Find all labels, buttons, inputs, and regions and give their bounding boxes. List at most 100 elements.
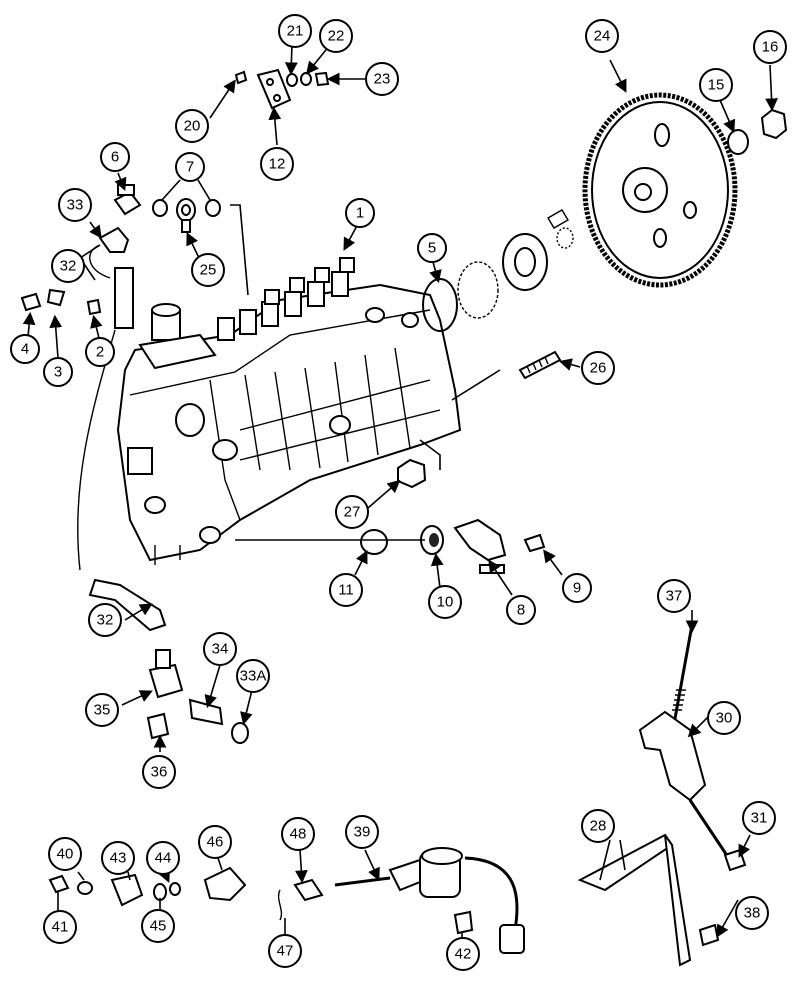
callout-21: 21 [278,14,312,48]
callout-text: 33A [240,668,267,685]
callout-text: 24 [594,28,611,45]
callout-text: 1 [356,205,364,222]
callout-20: 20 [175,109,209,143]
callout-42: 42 [446,937,480,971]
callout-text: 3 [54,364,62,381]
callout-text: 27 [344,504,361,521]
callout-16: 16 [753,30,787,64]
callout-text: 11 [338,582,354,599]
stud [518,350,562,380]
callout-32-lower: 32 [88,603,122,637]
callout-text: 42 [455,946,472,963]
callout-41: 41 [43,910,77,944]
callout-text: 26 [590,360,607,377]
callout-43: 43 [101,841,135,875]
callout-text: 16 [762,39,779,56]
callout-11: 11 [329,573,363,607]
callout-4: 4 [10,334,40,364]
callout-5: 5 [417,233,447,263]
callout-24: 24 [585,19,619,53]
callout-3: 3 [43,357,73,387]
callout-48: 48 [281,817,315,851]
callout-38: 38 [735,896,769,930]
small-fittings [20,288,102,316]
callout-text: 37 [666,588,683,605]
tee-fittings [146,649,249,744]
callout-31: 31 [742,801,776,835]
callout-text: 45 [150,918,167,935]
callout-text: 46 [207,834,224,851]
lever-assembly [360,518,546,574]
callout-40: 40 [48,837,82,871]
callout-text: 23 [374,71,391,88]
callout-text: 9 [573,580,581,597]
callout-33a: 33A [236,659,270,693]
callout-text: 22 [328,28,345,45]
callout-text: 40 [57,846,74,863]
callout-text: 4 [21,341,29,358]
callout-text: 2 [96,344,104,361]
drive-hub-parts [457,209,574,319]
callout-26: 26 [581,351,615,385]
callout-text: 20 [184,118,201,135]
callout-1: 1 [345,198,375,228]
callout-text: 32 [60,258,77,275]
banjo-fittings [113,184,221,233]
callout-46: 46 [198,825,232,859]
callout-text: 35 [94,702,111,719]
callout-34: 34 [203,632,237,666]
callout-text: 47 [277,943,294,960]
callout-text: 39 [354,824,371,841]
callout-text: 15 [708,77,725,94]
callout-text: 5 [428,240,436,257]
callout-47: 47 [268,934,302,968]
callout-text: 21 [287,23,304,40]
callout-text: 7 [186,159,194,176]
callout-text: 25 [200,262,217,279]
callout-25: 25 [191,253,225,287]
callout-text: 12 [269,156,286,173]
callout-39: 39 [345,815,379,849]
injection-pump-body [116,257,462,565]
callout-text: 33 [67,197,84,214]
callout-text: 48 [290,826,307,843]
callout-44: 44 [146,841,180,875]
delivery-valve-holders [217,257,355,341]
callout-33: 33 [58,188,92,222]
callout-text: 36 [151,764,168,781]
callout-22: 22 [319,19,353,53]
callout-text: 31 [751,810,768,827]
callout-text: 34 [212,641,229,658]
callout-23: 23 [365,62,399,96]
callout-labels: 1 2 3 4 5 6 7 8 9 10 11 12 15 16 20 21 2… [10,14,787,971]
drive-gear [582,92,738,288]
callout-28: 28 [581,809,615,843]
shutoff-solenoid-assembly [48,847,525,954]
callout-32-upper: 32 [51,249,85,283]
nut [397,458,427,489]
callout-45: 45 [141,909,175,943]
callout-30: 30 [707,701,741,735]
callout-2: 2 [85,337,115,367]
washer [727,129,749,155]
callout-text: 32 [97,612,114,629]
bracket-assembly [234,68,330,110]
callout-text: 28 [590,818,607,835]
callout-6: 6 [100,142,130,172]
callout-27: 27 [335,495,369,529]
callout-text: 10 [437,594,454,611]
callout-9: 9 [562,573,592,603]
callout-36: 36 [142,755,176,789]
leader-lines [22,44,778,938]
callout-37: 37 [657,579,691,613]
callout-12: 12 [260,147,294,181]
callout-7: 7 [175,152,205,182]
callout-text: 44 [155,850,172,867]
callout-15: 15 [699,68,733,102]
callout-text: 6 [111,149,119,166]
gear-nut [760,108,788,140]
callout-text: 8 [517,602,525,619]
callout-text: 30 [716,710,733,727]
